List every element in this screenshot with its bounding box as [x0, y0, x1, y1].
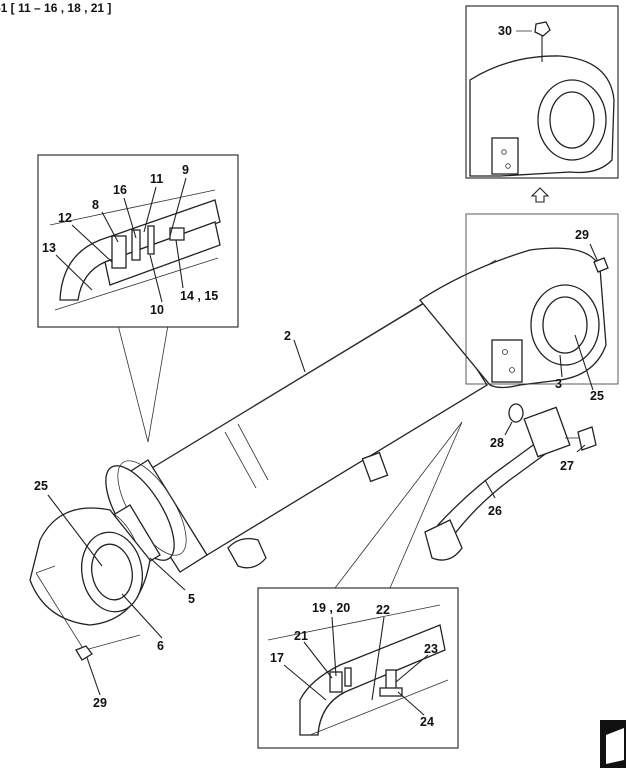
part-label-12: 12 [58, 211, 72, 225]
part-label-22: 22 [376, 603, 390, 617]
callout-leaders [117, 324, 463, 589]
detail-box-gland-seals [37, 154, 239, 328]
part-label-9: 9 [182, 163, 189, 177]
part-label-8: 8 [92, 198, 99, 212]
part-label-29-top: 29 [575, 228, 589, 242]
part-label-14-15: 14 , 15 [180, 289, 218, 303]
part-number-labels: 30 29 3 25 28 27 26 2 9 11 16 8 12 13 10… [34, 24, 604, 729]
part-label-24: 24 [420, 715, 434, 729]
hydraulic-cylinder [29, 247, 607, 626]
part-label-5: 5 [188, 592, 195, 606]
book-icon [600, 720, 626, 768]
grease-nipple-right [593, 257, 609, 273]
up-arrow-outline-icon [530, 187, 550, 203]
part-label-29-bottom: 29 [93, 696, 107, 710]
reference-header: 51 [ 11 – 16 , 18 , 21 ] [0, 1, 111, 15]
part-label-10: 10 [150, 303, 164, 317]
part-label-16: 16 [113, 183, 127, 197]
part-label-26: 26 [488, 504, 502, 518]
part-label-19-20: 19 , 20 [312, 601, 350, 615]
part-label-6: 6 [157, 639, 164, 653]
part-label-3: 3 [555, 377, 562, 391]
hose-pipe-assembly [424, 403, 597, 561]
part-label-23: 23 [424, 642, 438, 656]
part-label-25-right: 25 [590, 389, 604, 403]
cylinder-barrel [151, 297, 488, 556]
part-label-13: 13 [42, 241, 56, 255]
part-label-25-left: 25 [34, 479, 48, 493]
part-label-21: 21 [294, 629, 308, 643]
part-label-27: 27 [560, 459, 574, 473]
detail-frame-base-end [465, 213, 619, 385]
part-label-17: 17 [270, 651, 284, 665]
part-label-2: 2 [284, 329, 291, 343]
part-label-30: 30 [498, 24, 512, 38]
detail-box-piston-seals [257, 587, 459, 749]
part-label-28: 28 [490, 436, 504, 450]
grease-nipple-left [75, 645, 93, 661]
detail-box-grease-fitting [465, 5, 619, 179]
part-label-11: 11 [150, 172, 163, 186]
label-leader-lines [35, 177, 599, 716]
